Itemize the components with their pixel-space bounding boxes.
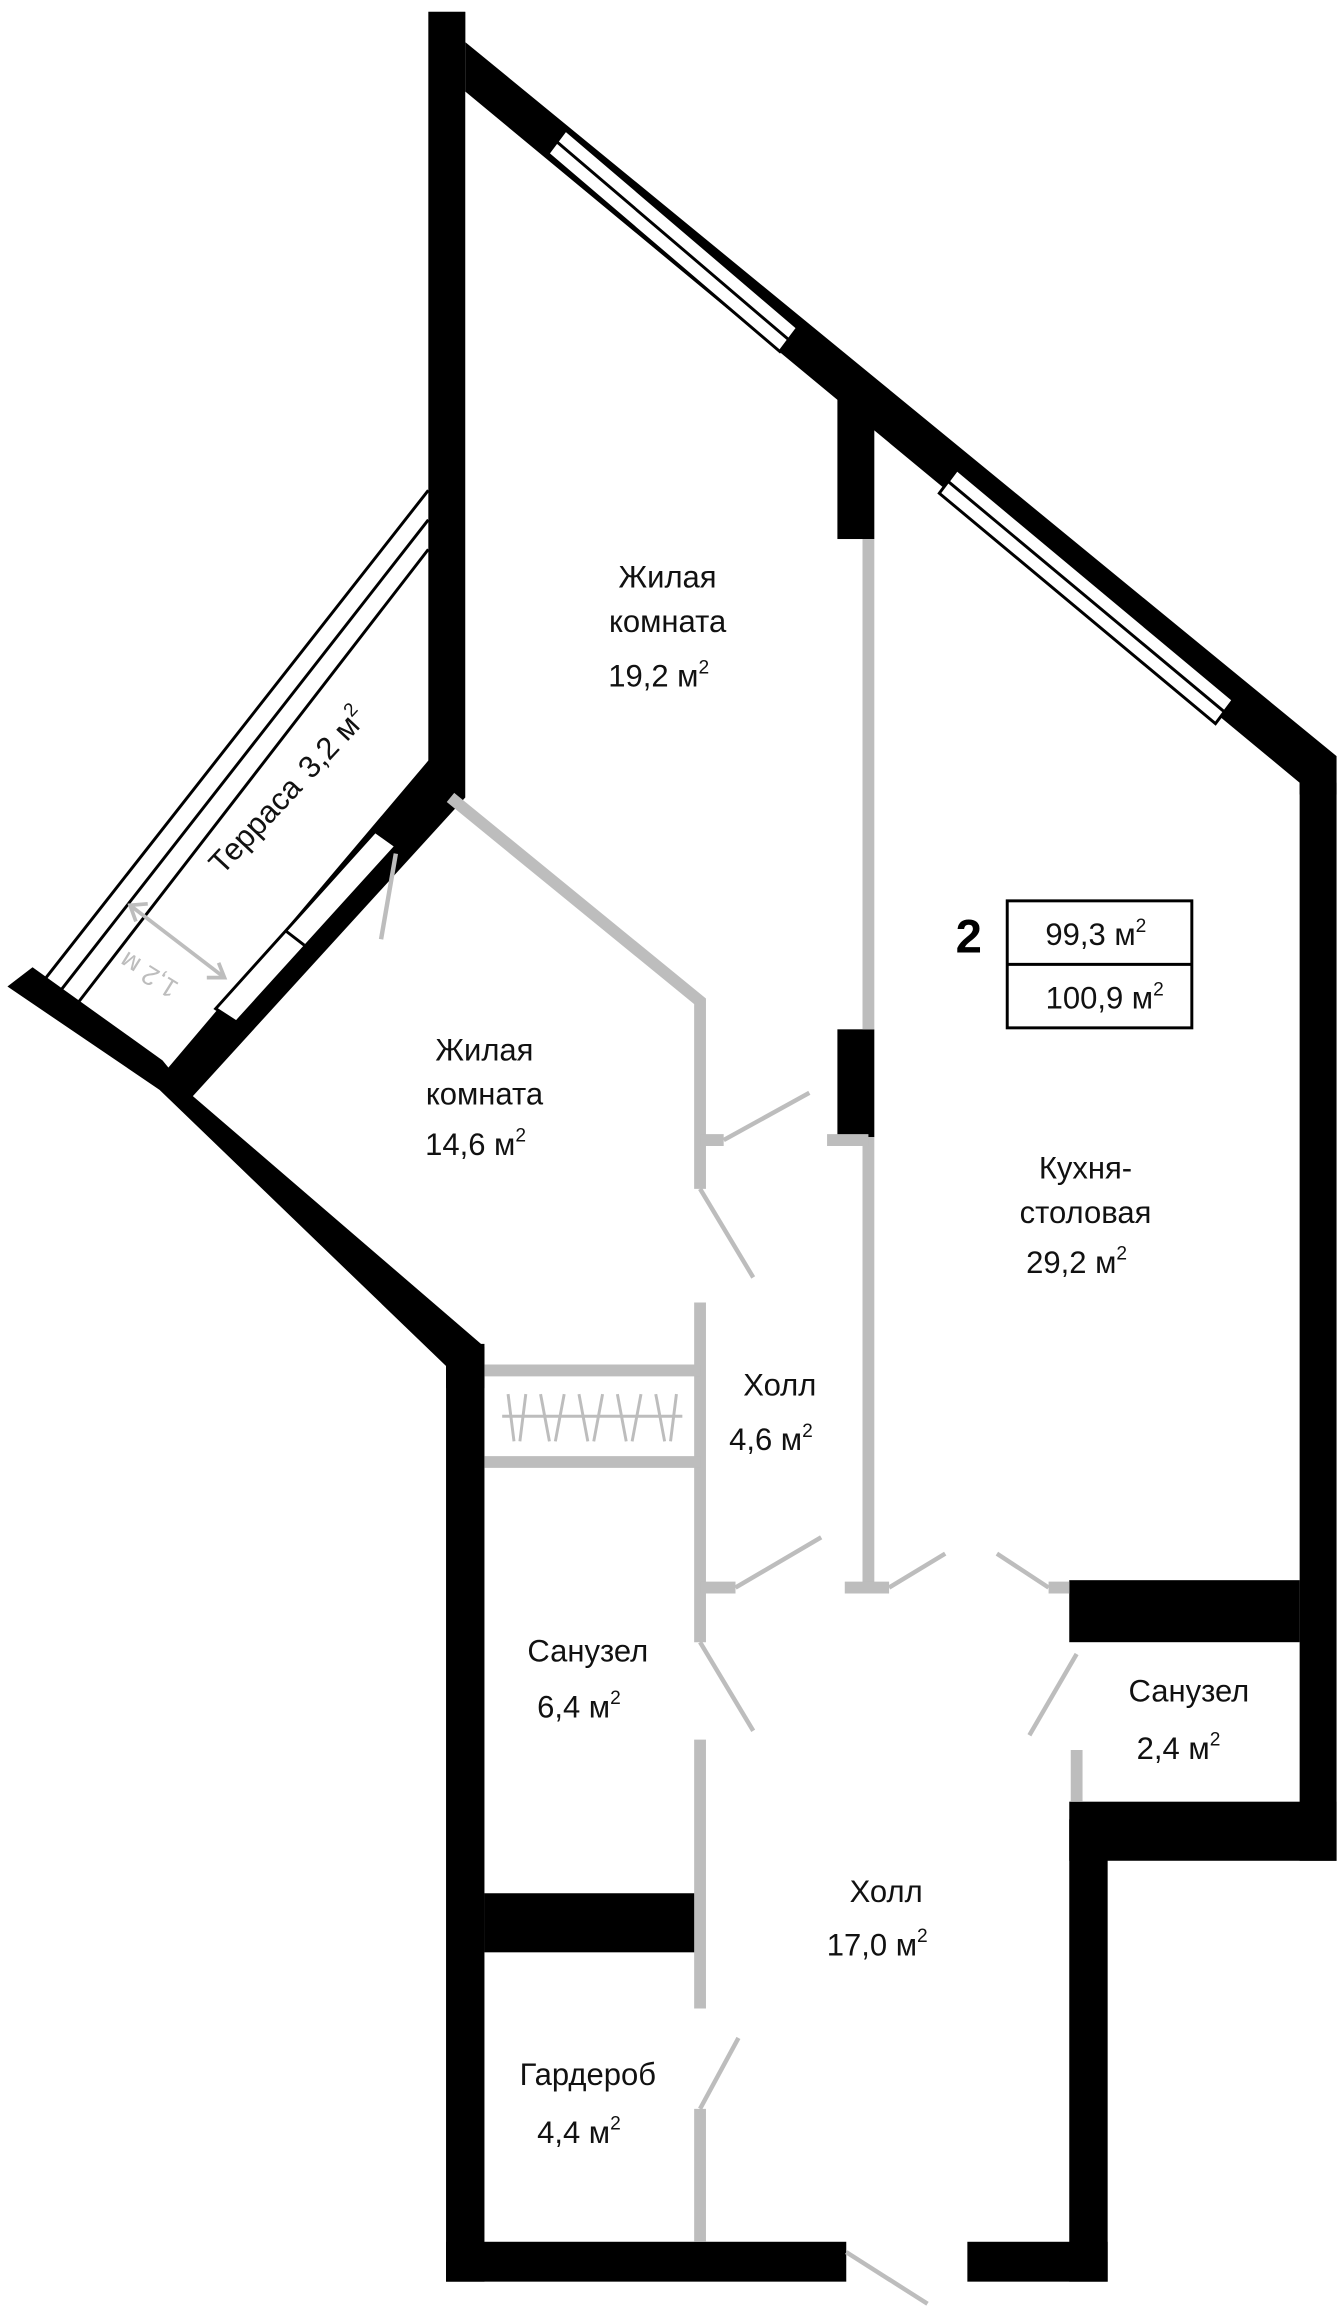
wall-bath-bottom: [1069, 1801, 1337, 1861]
svg-text:14,6 м2: 14,6 м2: [425, 1126, 526, 1162]
svg-text:29,2 м2: 29,2 м2: [1026, 1244, 1127, 1280]
svg-text:комната: комната: [609, 604, 727, 639]
svg-text:Жилая: Жилая: [435, 1032, 533, 1067]
wall-right-lower: [1069, 1819, 1108, 2282]
svg-text:Санузел: Санузел: [1128, 1673, 1249, 1708]
svg-text:Санузел: Санузел: [527, 1633, 648, 1668]
svg-text:100,9 м2: 100,9 м2: [1046, 979, 1164, 1015]
wall-left-lower: [446, 1343, 485, 2282]
windows: [40, 127, 1236, 1024]
wall-left-upper: [428, 11, 466, 798]
svg-text:99,3 м2: 99,3 м2: [1045, 916, 1146, 952]
walls: [7, 11, 1337, 2282]
room-wardrobe: Гардероб 4,4 м2: [520, 2057, 656, 2150]
svg-text:4,6 м2: 4,6 м2: [729, 1421, 813, 1457]
wall-partition-mid: [837, 1029, 875, 1138]
room-living-2: Жилая комната 14,6 м2: [425, 1032, 544, 1162]
apartment-area-box: 2 99,3 м2 100,9 м2: [956, 899, 1194, 1030]
terrace-label: Терраса3,2 м2: [201, 699, 374, 881]
wall-right: [1299, 782, 1337, 1861]
svg-text:19,2 м2: 19,2 м2: [608, 657, 709, 693]
area-living: 99,3 м: [1045, 917, 1135, 952]
svg-text:Терраса3,2 м2: Терраса3,2 м2: [201, 699, 374, 881]
svg-text:Гардероб: Гардероб: [520, 2057, 656, 2092]
wardrobe-rail: [502, 1393, 683, 1442]
terrace-depth-label: 1,2 м: [114, 946, 183, 1005]
room-living-1: Жилая комната 19,2 м2: [608, 560, 727, 694]
partitions: [127, 539, 1083, 2306]
room-hall-main: Холл 17,0 м2: [827, 1874, 928, 1962]
svg-text:комната: комната: [426, 1077, 544, 1112]
wall-block-wardrobe: [484, 1893, 704, 1953]
area-total: 100,9 м: [1046, 981, 1154, 1016]
door-swing: [722, 1090, 811, 1143]
apartment-number: 2: [956, 911, 982, 964]
wall-left-diagonal: [7, 967, 485, 1389]
svg-text:Холл: Холл: [743, 1368, 816, 1403]
svg-text:Жилая: Жилая: [619, 560, 717, 595]
wall-bath-top: [1069, 1580, 1300, 1643]
svg-text:1,2 м: 1,2 м: [114, 946, 183, 1005]
wall-bottom-left: [446, 2241, 847, 2282]
svg-text:Холл: Холл: [850, 1874, 923, 1909]
svg-text:Кухня-: Кухня-: [1039, 1150, 1132, 1185]
window-terrace-door: [213, 829, 399, 1024]
terrace-depth-arrow-icon: [127, 901, 228, 980]
svg-text:6,4 м2: 6,4 м2: [537, 1688, 621, 1724]
room-bathroom-1: Санузел 6,4 м2: [527, 1633, 648, 1724]
room-kitchen: Кухня- столовая 29,2 м2: [1020, 1150, 1152, 1280]
room-hall-small: Холл 4,6 м2: [729, 1368, 816, 1458]
svg-text:столовая: столовая: [1020, 1195, 1152, 1230]
svg-text:2,4 м2: 2,4 м2: [1137, 1730, 1221, 1766]
room-bathroom-2: Санузел 2,4 м2: [1128, 1673, 1249, 1766]
svg-text:17,0 м2: 17,0 м2: [827, 1926, 928, 1962]
wall-partition-top: [837, 398, 875, 540]
svg-text:4,4 м2: 4,4 м2: [537, 2114, 621, 2150]
